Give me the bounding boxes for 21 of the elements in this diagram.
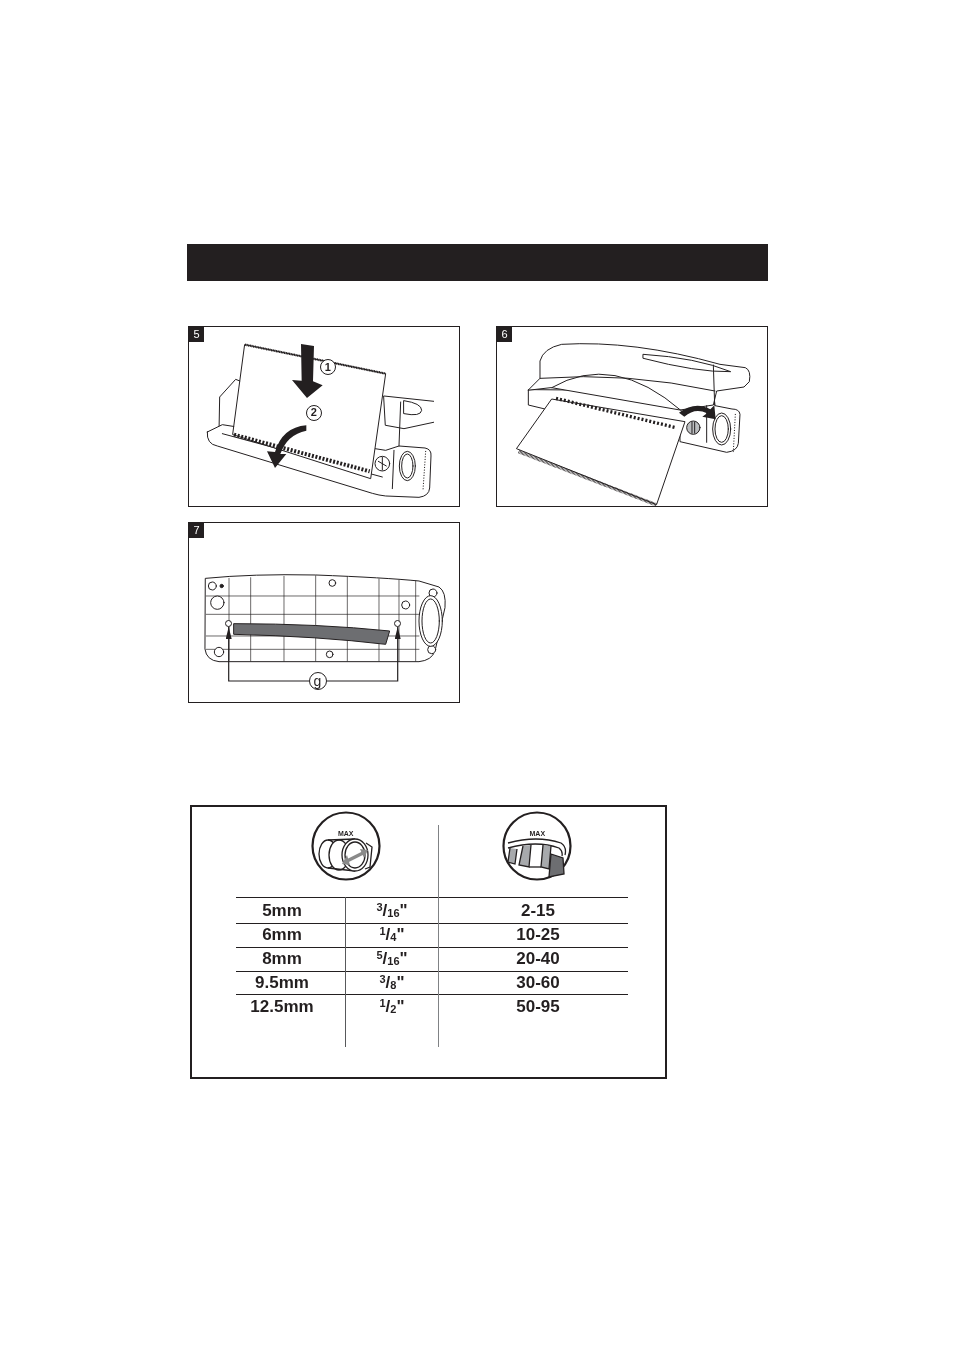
sheet-count-text: 2-15 bbox=[521, 901, 555, 919]
size-mm-text: 8mm bbox=[262, 949, 302, 967]
size-mm-text: 12.5mm bbox=[250, 997, 314, 1015]
step-number: 5 bbox=[189, 327, 204, 342]
figure-panel bbox=[188, 326, 460, 507]
mounting-hole bbox=[393, 619, 401, 627]
size-mm-text: 5mm bbox=[262, 901, 302, 919]
sheet-count-text: 30-60 bbox=[516, 973, 560, 991]
callout-letter: g bbox=[308, 671, 327, 690]
leader-line bbox=[225, 626, 310, 682]
size-mm-text: 6mm bbox=[262, 925, 302, 943]
figure-panel bbox=[188, 522, 460, 703]
figure-panel bbox=[496, 326, 768, 507]
sheet-count-text: 20-40 bbox=[516, 949, 560, 967]
sheet-count-text: 50-95 bbox=[516, 997, 560, 1015]
step-number: 7 bbox=[189, 523, 204, 538]
mounting-hole bbox=[224, 619, 232, 627]
step-number: 6 bbox=[497, 327, 512, 342]
sheet-count-text: 10-25 bbox=[516, 925, 560, 943]
size-mm-text: 9.5mm bbox=[255, 973, 309, 991]
leader-line bbox=[326, 626, 401, 682]
